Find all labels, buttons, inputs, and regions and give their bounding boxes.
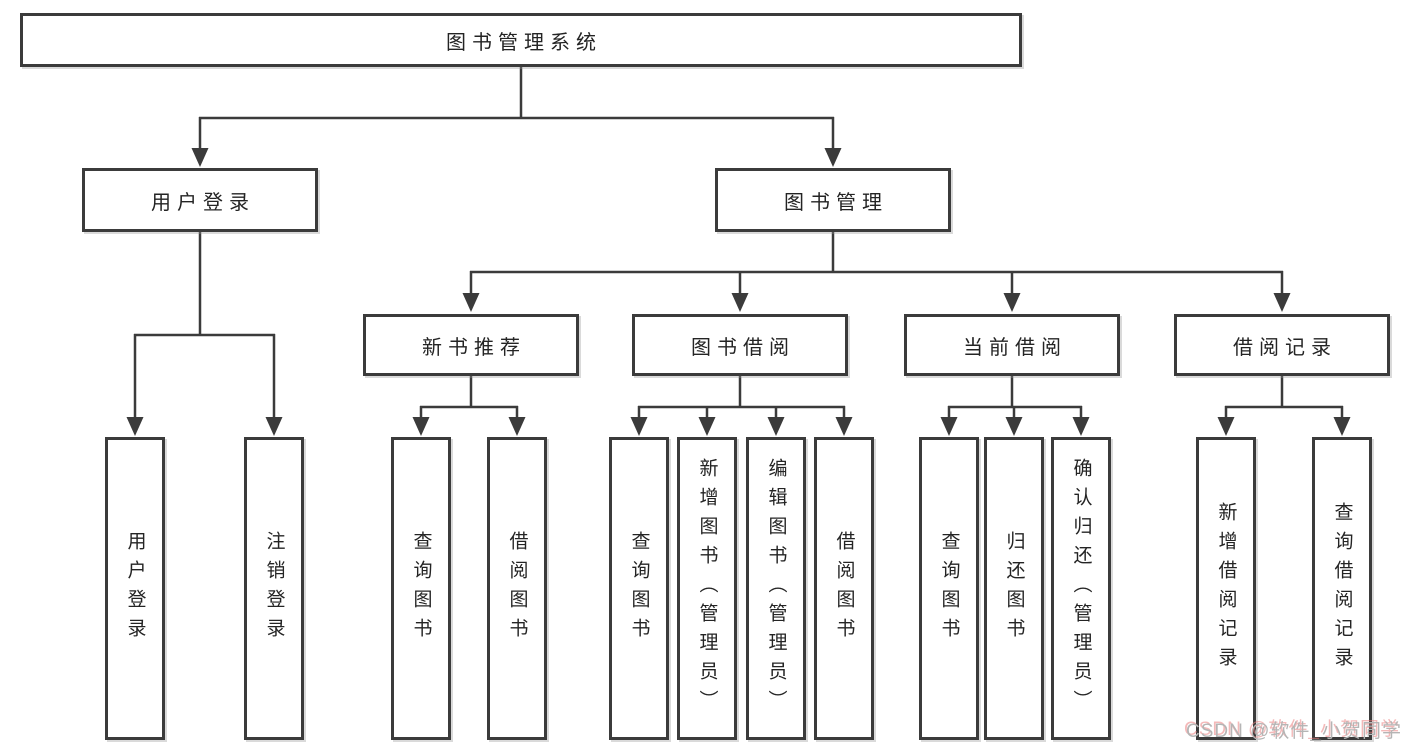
leaf-label: 注销登录 (263, 530, 285, 647)
node-book-borrowing: 图书借阅 (632, 314, 848, 376)
leaf-borrow-books-recommend: 借阅图书 (487, 437, 547, 740)
node-label: 用户登录 (151, 191, 255, 214)
leaf-query-books-recommend: 查询图书 (391, 437, 451, 740)
arrow-head-icon (1003, 293, 1021, 312)
leaf-add-borrow-record: 新增借阅记录 (1196, 437, 1256, 740)
leaf-edit-books-admin: 编辑图书（管理员） (746, 437, 806, 740)
arrow-head-icon (731, 293, 749, 312)
node-label: 图书管理系统 (446, 31, 602, 54)
node-current-borrowing: 当前借阅 (904, 314, 1120, 376)
leaf-label: 借阅图书 (833, 530, 855, 647)
node-label: 新书推荐 (422, 336, 526, 359)
arrow-head-icon (630, 417, 648, 436)
leaf-label: 查询图书 (628, 530, 650, 647)
leaf-label: 查询借阅记录 (1331, 501, 1353, 676)
arrow-head-icon (508, 417, 526, 436)
leaf-label: 编辑图书（管理员） (765, 458, 787, 719)
node-user-login: 用户登录 (82, 168, 318, 232)
arrow-head-icon (824, 148, 842, 167)
arrow-head-icon (1005, 417, 1023, 436)
leaf-borrow-books-borrowing: 借阅图书 (814, 437, 874, 740)
leaf-user-login: 用户登录 (105, 437, 165, 740)
csdn-watermark: CSDN @软件_小贺同学 (1186, 721, 1402, 742)
node-borrowing-records: 借阅记录 (1174, 314, 1390, 376)
node-label: 图书管理 (784, 191, 888, 214)
arrow-head-icon (412, 417, 430, 436)
leaf-confirm-return-admin: 确认归还（管理员） (1051, 437, 1111, 740)
leaf-label: 新增图书（管理员） (696, 458, 718, 719)
node-label: 当前借阅 (963, 336, 1067, 359)
leaf-logout-login: 注销登录 (244, 437, 304, 740)
arrow-head-icon (126, 417, 144, 436)
arrow-head-icon (1333, 417, 1351, 436)
arrow-head-icon (191, 148, 209, 167)
leaf-label: 借阅图书 (506, 530, 528, 647)
node-library-management-system: 图书管理系统 (20, 13, 1022, 67)
node-new-book-recommendation: 新书推荐 (363, 314, 579, 376)
arrow-head-icon (1273, 293, 1291, 312)
arrow-head-icon (1072, 417, 1090, 436)
leaf-query-books-current: 查询图书 (919, 437, 979, 740)
leaf-add-books-admin: 新增图书（管理员） (677, 437, 737, 740)
arrow-head-icon (462, 293, 480, 312)
leaf-label: 归还图书 (1003, 530, 1025, 647)
arrow-head-icon (1217, 417, 1235, 436)
leaf-label: 新增借阅记录 (1215, 501, 1237, 676)
arrow-head-icon (835, 417, 853, 436)
arrow-head-icon (698, 417, 716, 436)
leaf-label: 查询图书 (938, 530, 960, 647)
leaf-query-books-borrowing: 查询图书 (609, 437, 669, 740)
arrow-head-icon (940, 417, 958, 436)
leaf-label: 查询图书 (410, 530, 432, 647)
node-book-management: 图书管理 (715, 168, 951, 232)
node-label: 图书借阅 (691, 336, 795, 359)
node-label: 借阅记录 (1233, 336, 1337, 359)
leaf-label: 用户登录 (124, 530, 146, 647)
leaf-return-books: 归还图书 (984, 437, 1044, 740)
arrow-head-icon (767, 417, 785, 436)
leaf-query-borrow-record: 查询借阅记录 (1312, 437, 1372, 740)
leaf-label: 确认归还（管理员） (1070, 458, 1092, 719)
arrow-head-icon (265, 417, 283, 436)
